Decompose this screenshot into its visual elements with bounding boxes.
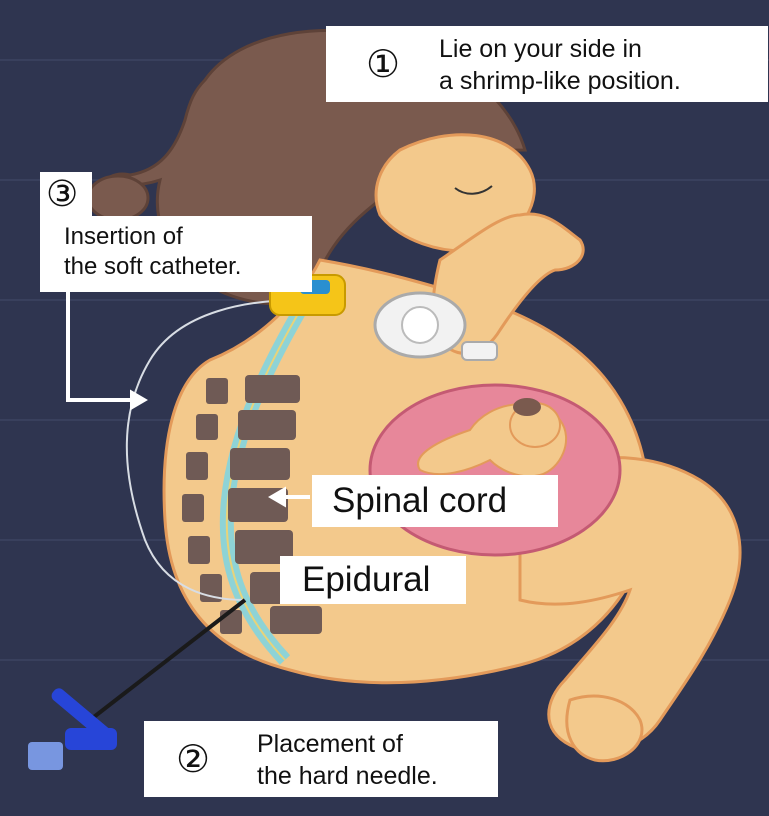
spinal-cord-label: Spinal cord <box>312 475 558 527</box>
step2-label: ② Placement of the hard needle. <box>144 721 498 797</box>
needle-hub <box>28 688 117 770</box>
epidural-text: Epidural <box>302 560 431 599</box>
step3-line1: Insertion of <box>64 223 183 250</box>
step2-line1: Placement of <box>257 730 403 758</box>
spinal-cord-text: Spinal cord <box>332 481 508 520</box>
needle-shaft <box>88 598 247 722</box>
step2-number: ② <box>176 737 211 781</box>
catheter-arrow <box>66 292 135 402</box>
epidural-label: Epidural <box>280 556 466 604</box>
step1-line1: Lie on your side in <box>439 35 642 63</box>
catheter <box>125 299 301 601</box>
foot <box>565 694 644 763</box>
step3-number-box: ③ <box>40 172 92 218</box>
step1-number: ① <box>366 42 401 86</box>
baby-hair <box>513 398 541 416</box>
step1-label: ① Lie on your side in a shrimp-like posi… <box>326 26 768 102</box>
vertebrae <box>182 375 322 634</box>
step2-text: Placement of the hard needle. <box>257 728 438 792</box>
step2-line2: the hard needle. <box>257 762 438 790</box>
step3-text: Insertion of the soft catheter. <box>64 222 241 282</box>
step1-text: Lie on your side in a shrimp-like positi… <box>439 33 681 97</box>
step3-label: Insertion of the soft catheter. <box>40 216 312 292</box>
step3-line2: the soft catheter. <box>64 253 242 280</box>
hair-bun <box>86 174 150 222</box>
step1-line2: a shrimp-like position. <box>439 67 681 95</box>
closed-eye <box>454 185 493 195</box>
pointer-arrows <box>66 292 310 508</box>
step3-number: ③ <box>46 174 79 215</box>
